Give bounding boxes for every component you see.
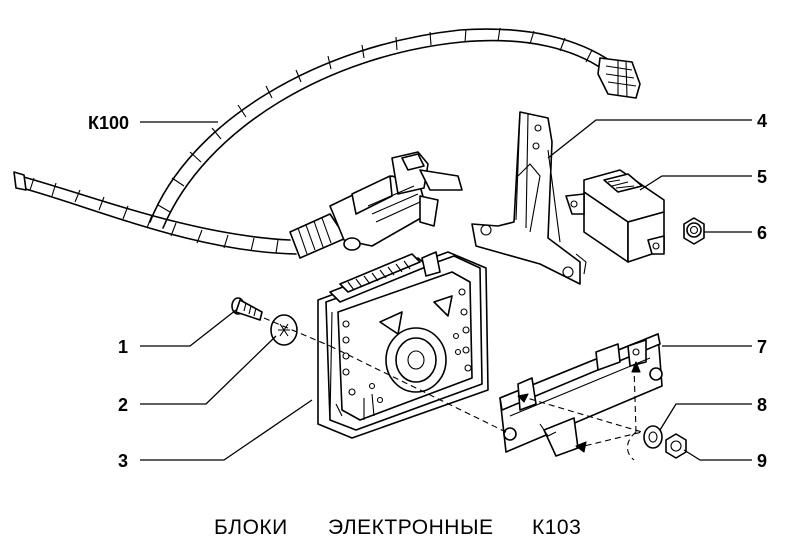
assembly-lines bbox=[263, 317, 643, 461]
leader-lines bbox=[140, 119, 752, 461]
nut-9 bbox=[665, 433, 687, 459]
bracket-7 bbox=[499, 333, 663, 457]
callout-1: 1 bbox=[118, 337, 128, 357]
nut-6 bbox=[683, 217, 705, 245]
callout-9: 9 bbox=[757, 451, 767, 471]
caption-part3: К103 bbox=[532, 516, 581, 539]
callout-k100: К100 bbox=[88, 113, 129, 133]
washer-2 bbox=[270, 314, 298, 346]
callout-6: 6 bbox=[757, 223, 767, 243]
callout-8: 8 bbox=[757, 395, 767, 415]
caption-part2: ЭЛЕКТРОННЫЕ bbox=[328, 516, 494, 539]
module-5 bbox=[565, 169, 665, 263]
callout-7: 7 bbox=[757, 337, 767, 357]
wiring-harness bbox=[13, 27, 641, 259]
control-unit bbox=[317, 251, 489, 439]
callout-5: 5 bbox=[757, 167, 767, 187]
callout-3: 3 bbox=[118, 451, 128, 471]
caption-part1: БЛОКИ bbox=[214, 516, 288, 539]
callout-2: 2 bbox=[118, 395, 128, 415]
bolt-1 bbox=[231, 297, 263, 321]
callout-4: 4 bbox=[757, 111, 767, 131]
washer-8 bbox=[643, 425, 663, 449]
bracket-4 bbox=[471, 111, 587, 285]
